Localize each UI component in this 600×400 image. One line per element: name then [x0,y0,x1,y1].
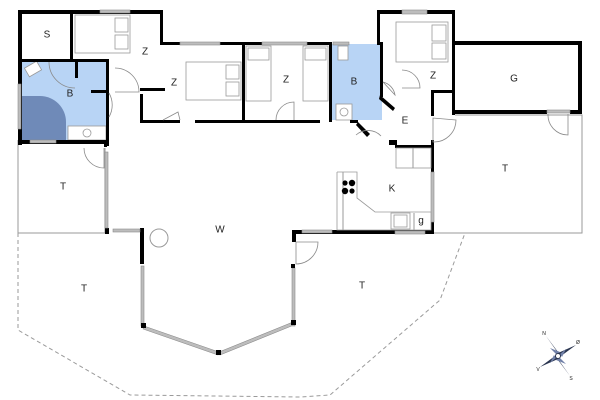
room-label-bathroom-2: B [351,77,358,88]
room-label-kitchen: K [389,184,396,195]
compass-south-label: S [569,376,573,382]
room-label-bedroom-1: Z [142,47,148,58]
compass-north-label: N [542,331,546,337]
room-labels: S Z B Z Z B Z G E K g W T T T T [44,30,518,295]
toilet-icon [23,60,43,78]
room-label-bedroom-2: Z [171,78,177,89]
room-label-garage: G [510,74,518,85]
room-label-entrance: E [402,116,409,127]
compass-west-label: V [536,367,540,373]
compass-rose-icon: N Ø S V [536,331,580,382]
terrace-outlines [17,114,583,398]
sink-icon [393,214,408,228]
room-label-terrace-west: T [60,182,66,193]
room-label-bedroom-4: Z [430,71,436,82]
room-label-bathroom-1: B [67,89,74,100]
room-label-terrace-east: T [502,164,508,175]
beds [74,14,449,102]
room-label-kitchen-niche: g [418,216,424,227]
compass-east-label: Ø [576,340,580,346]
wood-stove-icon [149,228,169,248]
kitchen-units [336,147,432,231]
shower-icon [22,96,66,140]
room-label-terrace-south: T [359,281,365,292]
toilet-icon [337,45,349,61]
door-swings[interactable] [48,61,569,265]
room-label-living: W [215,225,225,236]
stove-icon [341,179,356,195]
room-label-terrace-southwest: T [81,284,87,295]
room-label-storage: S [44,30,51,41]
room-label-bedroom-3: Z [283,75,289,86]
corner-posts [141,264,296,355]
